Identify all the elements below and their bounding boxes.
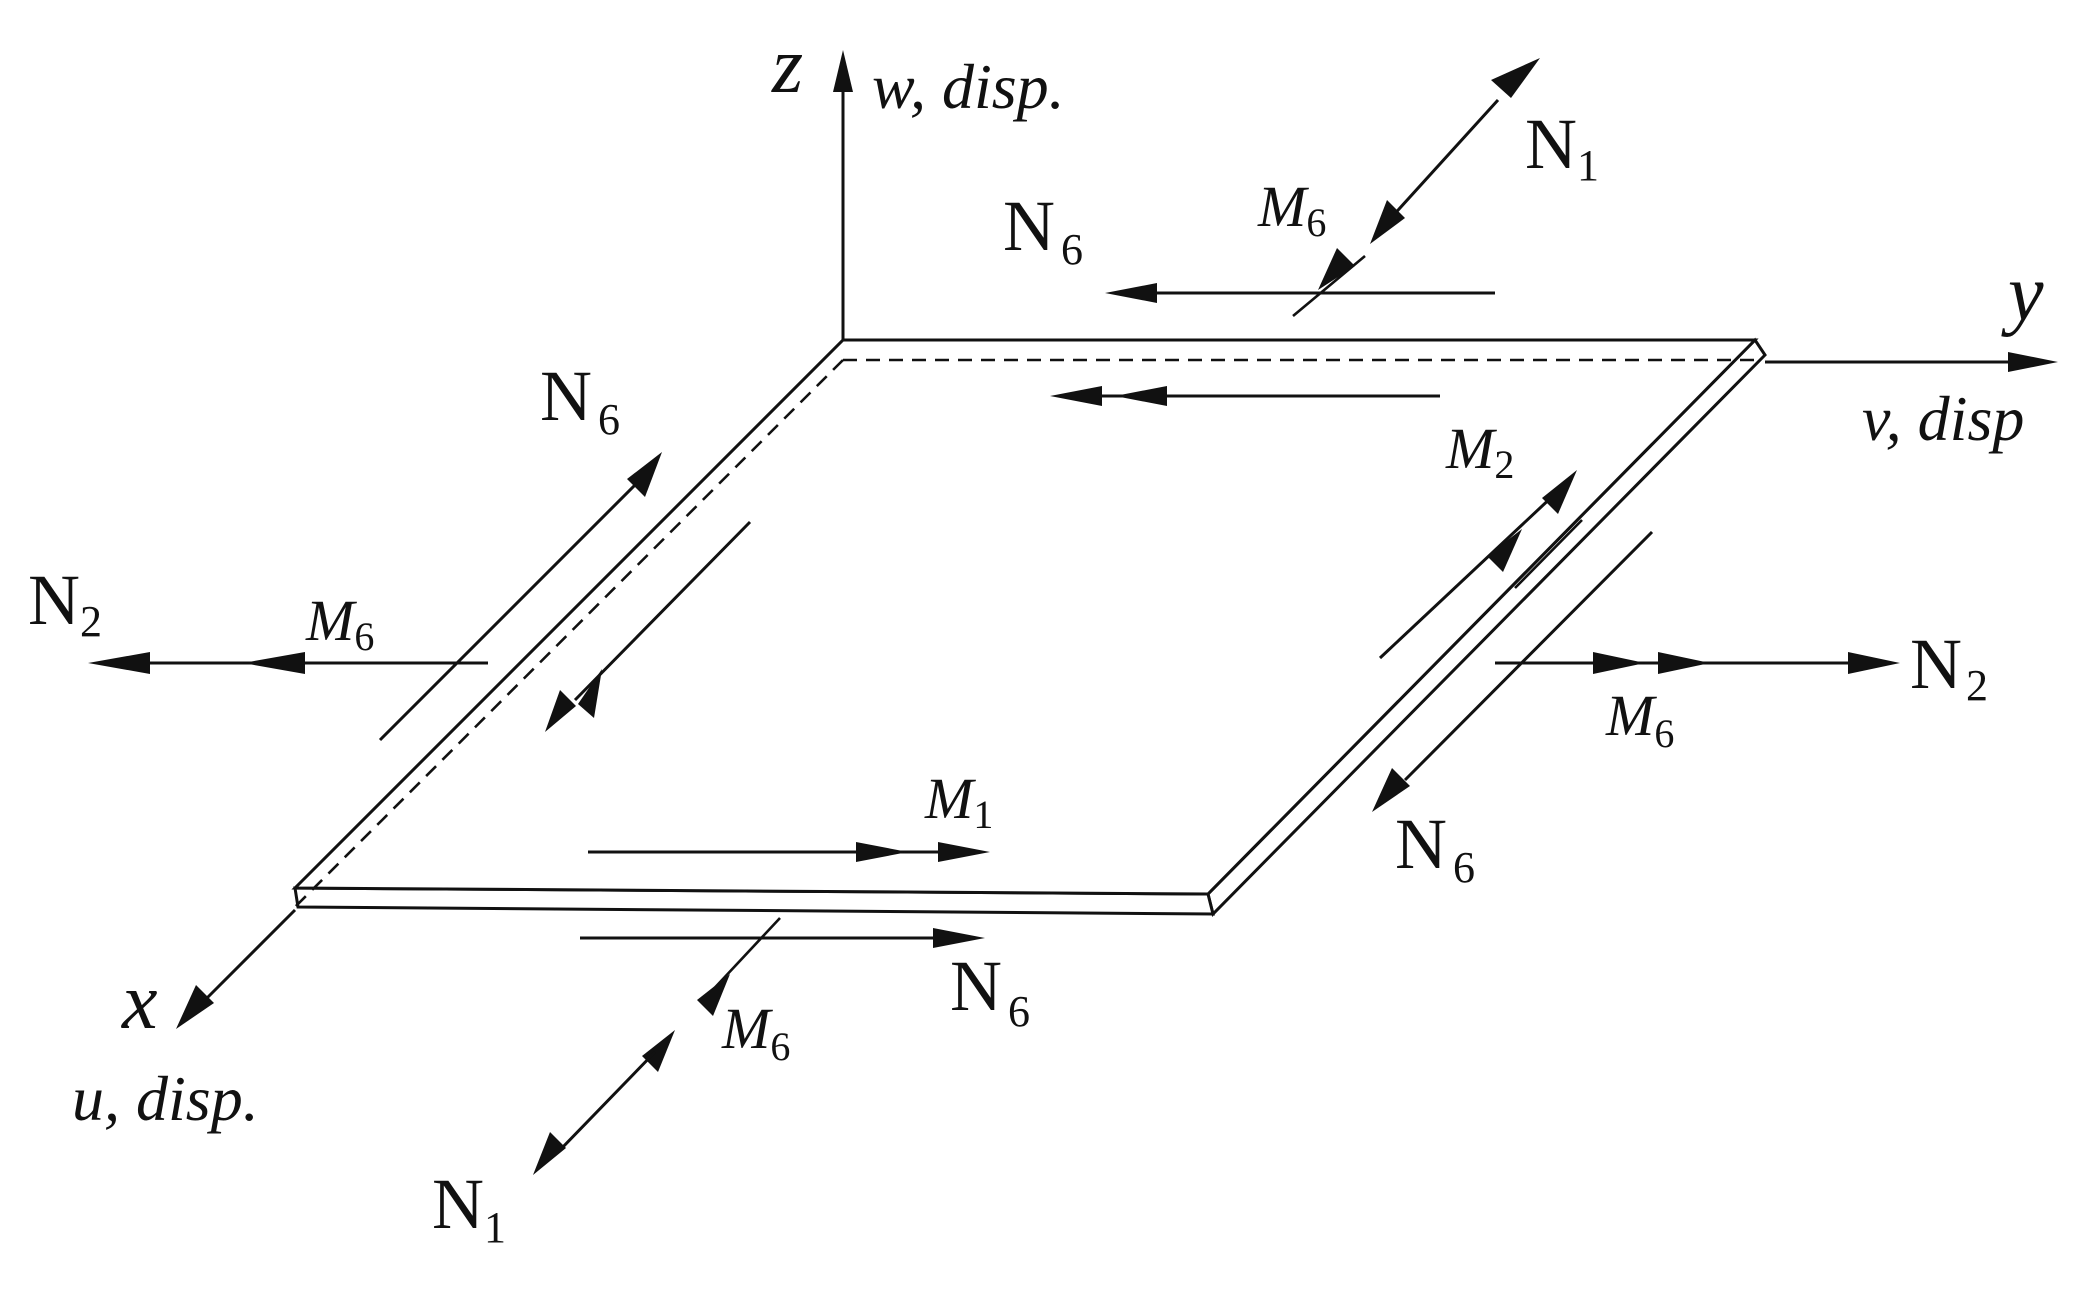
m6-bottom-label: M6: [721, 996, 790, 1069]
m6-left-label: M6: [305, 588, 374, 659]
w-displacement-label: w, disp.: [872, 51, 1065, 122]
left-inner-arrow: [545, 520, 752, 732]
m1-bottom-label: M1: [924, 766, 993, 837]
right-inner-tick: [1514, 519, 1583, 589]
x-axis: [176, 908, 297, 1029]
x-axis-arrowhead: [176, 985, 214, 1029]
z-axis: [833, 50, 853, 340]
n1-top-double-arrow: [1292, 58, 1540, 317]
z-axis-arrowhead: [833, 50, 853, 92]
n2-left-arrow: [88, 652, 488, 674]
n6-right-arrow: [1372, 530, 1654, 812]
n6-left-arrow: [378, 452, 662, 742]
m6-top-label: M6: [1257, 174, 1326, 245]
plate: [291, 337, 1767, 917]
n1-top-label: N1: [1525, 104, 1599, 190]
n1-bottom-double-arrow: [533, 917, 781, 1175]
v-displacement-label: v, disp: [1862, 383, 2024, 454]
m2-right-label: M2: [1445, 416, 1514, 487]
y-axis-arrowhead: [2008, 352, 2058, 372]
y-axis-label: y: [2001, 250, 2044, 338]
n2-left-label: N2: [28, 560, 102, 646]
n6-top-arrow: [1105, 283, 1495, 303]
n1-bottom-label: N1: [432, 1164, 506, 1252]
top-inner-arrow: [1050, 386, 1440, 406]
plate-hidden-left-edge: [294, 359, 844, 908]
z-axis-label: z: [771, 22, 803, 110]
n2-right-label: N2: [1910, 624, 1988, 710]
m1-bottom-arrow: [588, 842, 990, 862]
plate-top-face: [291, 338, 1759, 896]
y-axis: [1765, 352, 2058, 372]
u-displacement-label: u, disp.: [72, 1063, 259, 1134]
m6-top-tick: [1292, 255, 1366, 317]
n6-bottom-arrow: [580, 928, 985, 948]
x-axis-label: x: [121, 958, 158, 1046]
m2-right-arrow: [1378, 470, 1583, 660]
n2-right-arrow: [1495, 652, 1900, 674]
m6-right-label: M6: [1605, 683, 1674, 756]
